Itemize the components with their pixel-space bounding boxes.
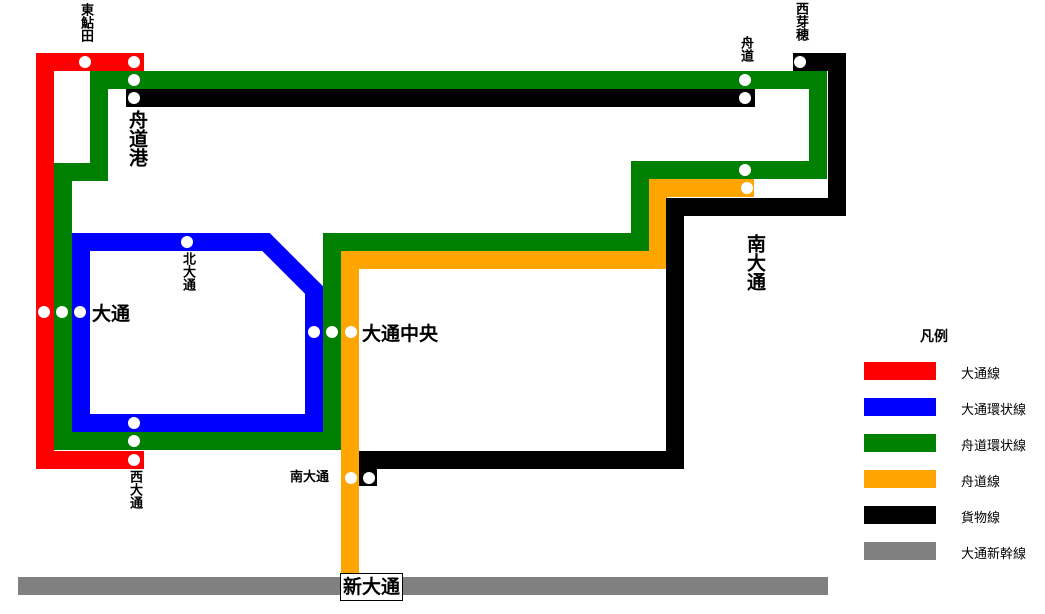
station-dot xyxy=(128,435,140,447)
station-label-funado: 舟道 xyxy=(738,36,753,62)
legend-item: 舟道線 xyxy=(864,470,1044,490)
station-dot xyxy=(741,182,753,194)
legend-item: 大通線 xyxy=(864,362,1044,382)
legend-swatch xyxy=(864,362,936,380)
station-dot xyxy=(128,454,140,466)
station-dot xyxy=(363,472,375,484)
legend-item: 大通新幹線 xyxy=(864,542,1044,562)
station-dot xyxy=(326,326,338,338)
station-label-nishi-meho: 西芽穂 xyxy=(793,2,808,41)
station-label-kita-odori: 北大通 xyxy=(180,252,195,291)
legend-swatch xyxy=(864,434,936,452)
legend-swatch xyxy=(864,398,936,416)
station-label-odori: 大通 xyxy=(92,303,131,325)
legend-item: 貨物線 xyxy=(864,506,1044,526)
station-dot xyxy=(38,306,50,318)
station-dot xyxy=(128,74,140,86)
station-label-nishi-odori: 西大通 xyxy=(127,470,142,509)
legend-item: 大通環状線 xyxy=(864,398,1044,418)
station-label-funado-port: 舟道港 xyxy=(126,110,148,167)
station-dot xyxy=(128,56,140,68)
legend-item: 舟道環状線 xyxy=(864,434,1044,454)
odori-line xyxy=(36,53,144,469)
legend-title: 凡例 xyxy=(920,329,948,345)
legend-swatch xyxy=(864,470,936,488)
shinkansen-line xyxy=(18,577,828,595)
station-dots xyxy=(38,56,806,484)
station-label-minami-odori: 南大通 xyxy=(744,234,766,291)
station-dot xyxy=(128,92,140,104)
station-dot xyxy=(308,326,320,338)
legend-label: 舟道環状線 xyxy=(961,439,1027,454)
station-dot xyxy=(739,92,751,104)
station-dot xyxy=(345,472,357,484)
station-dot xyxy=(739,164,751,176)
funado-line xyxy=(341,179,754,580)
station-label-higashi-ayuta: 東鮎田 xyxy=(78,3,93,42)
legend-label: 大通新幹線 xyxy=(961,547,1027,562)
legend-label: 大通環状線 xyxy=(961,403,1027,418)
station-dot xyxy=(794,56,806,68)
legend-label: 貨物線 xyxy=(961,511,1001,526)
legend-swatch xyxy=(864,506,936,524)
station-dot xyxy=(181,236,193,248)
station-label-shin-odori: 新大通 xyxy=(340,573,404,601)
legend-swatch xyxy=(864,542,936,560)
station-dot xyxy=(345,326,357,338)
station-label-odori-chuo: 大通中央 xyxy=(362,323,439,345)
legend-label: 舟道線 xyxy=(961,475,1001,490)
station-label-minami-odori-small: 南大通 xyxy=(290,470,330,485)
legend-label: 大通線 xyxy=(961,367,1001,382)
station-dot xyxy=(56,306,68,318)
station-dot xyxy=(74,306,86,318)
station-dot xyxy=(739,74,751,86)
station-dot xyxy=(128,417,140,429)
station-dot xyxy=(79,56,91,68)
freight-line-south xyxy=(359,53,846,486)
odori-loop-line xyxy=(72,233,323,432)
